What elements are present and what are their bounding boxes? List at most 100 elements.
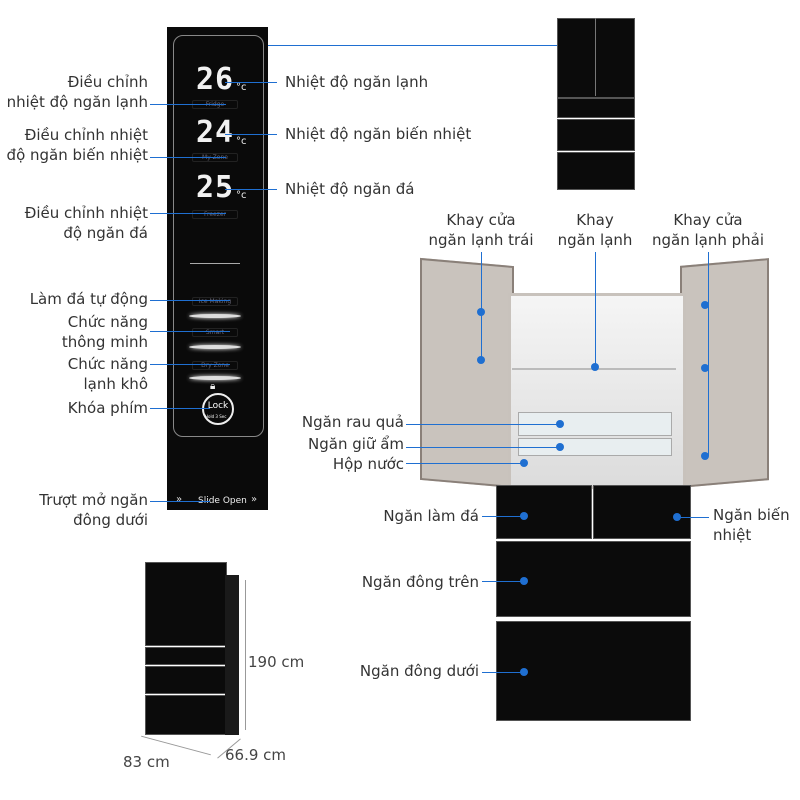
leader-line [225,134,277,135]
height-label: 190 cm [248,653,305,671]
fridge-thumbnail-doors [557,18,635,98]
marker-dot [520,668,528,676]
marker-dot [673,513,681,521]
fridge-3d-drawer [145,666,227,694]
lock-icon: 🔒︎ [210,381,216,392]
unit: °c [236,82,247,93]
label-ice: Làm đá tự động [29,290,148,308]
fridge-3d-drawer [145,695,227,735]
depth-label: 66.9 cm [225,746,287,764]
smart-button[interactable]: Smart [192,328,238,337]
lock-button[interactable]: Lock [202,393,234,425]
leader-line [481,252,482,360]
convertible-drawer [593,485,691,539]
marker-dot [520,459,528,467]
marker-dot [701,301,709,309]
leader-line [150,104,226,105]
label-fridge-temp: Nhiệt độ ngăn lạnh [285,73,429,91]
marker-dot [520,577,528,585]
label-upper-freezer: Ngăn đông trên [361,573,479,591]
panel-frame [173,35,264,437]
leader-line [150,501,210,502]
indicator-bar [189,376,241,380]
label-adjust-fridge: Điều chỉnh nhiệt độ ngăn lạnh [6,73,148,111]
marker-dot [477,356,485,364]
fridge-3d-doors [145,562,227,646]
left-door [420,257,514,489]
label-lower-freezer: Ngăn đông dưới [359,662,479,680]
label-shelf: Khay ngăn lạnh [557,211,633,249]
leader-line [150,213,226,214]
lock-sublabel: Hold 3 Sec [205,414,227,419]
marker-dot [591,363,599,371]
label-convertible: Ngăn biến nhiệt [713,506,790,544]
label-adjust-freezer: Điều chỉnh nhiệt độ ngăn đá [24,204,148,242]
ice-making-button[interactable]: Ice Making [192,297,238,306]
door-split [595,18,596,96]
fridge-temp-display: 26 [196,62,235,97]
control-panel [167,27,268,510]
leader-line [225,82,277,83]
label-dry: Chức năng lạnh khô [67,355,148,393]
freezer-button[interactable]: Freezer [192,210,238,219]
arrows-icon: » [251,494,258,505]
leader-line [595,252,596,367]
label-adjust-dry: Điều chỉnh nhiệt độ ngăn biến nhiệt [6,126,148,164]
leader-line [150,300,230,301]
indicator-bar [189,314,241,318]
arrows-icon: » [176,494,183,505]
marker-dot [556,420,564,428]
leader-line [482,672,524,673]
leader-line [150,157,226,158]
marker-dot [701,364,709,372]
leader-line [708,252,709,456]
label-ice-drawer: Ngăn làm đá [383,507,479,525]
indicator-bar [189,345,241,349]
dry-temp-display: 24 [196,115,235,150]
dry-zone-button[interactable]: Dry Zone [192,361,238,370]
width-label: 83 cm [123,753,170,771]
label-left-door-tray: Khay cửa ngăn lạnh trái [428,211,534,249]
right-door [680,258,769,488]
label-water: Hộp nước [332,455,404,473]
leader-line [225,189,277,190]
label-smart: Chức năng thông minh [61,313,148,351]
leader-line [406,463,524,464]
leader-line [406,447,560,448]
marker-dot [556,443,564,451]
leader-line [482,516,524,517]
label-lock: Khóa phím [67,399,148,417]
marker-dot [701,452,709,460]
height-line [245,580,246,730]
freezer-temp-display: 25 [196,170,235,205]
unit: °c [236,190,247,201]
leader-line [482,581,524,582]
upper-freezer-drawer [496,541,691,617]
lock-label: Lock [207,401,229,411]
marker-dot [520,512,528,520]
slide-open-button[interactable]: Slide Open [198,496,247,506]
leader-line [150,331,230,332]
fridge-interior [508,293,686,489]
unit: °c [236,136,247,147]
label-humid: Ngăn giữ ẩm [308,435,404,453]
label-right-door-tray: Khay cửa ngăn lạnh phải [651,211,765,249]
lower-freezer-drawer [496,621,691,721]
leader-line [150,364,230,365]
label-slide: Trượt mở ngăn đông dưới [39,491,148,529]
label-veg: Ngăn rau quả [301,413,404,431]
fridge-3d-drawer [145,647,227,665]
leader-line [150,408,210,409]
leader-line [677,517,709,518]
divider [190,263,240,264]
fridge-3d-side [225,575,239,735]
thumb-drawer [557,98,635,118]
ice-drawer [496,485,592,539]
marker-dot [477,308,485,316]
thumb-drawer [557,152,635,190]
leader-line [268,45,606,46]
label-dry-temp: Nhiệt độ ngăn biến nhiệt [285,125,472,143]
leader-line [406,424,560,425]
label-freezer-temp: Nhiệt độ ngăn đá [285,180,415,198]
